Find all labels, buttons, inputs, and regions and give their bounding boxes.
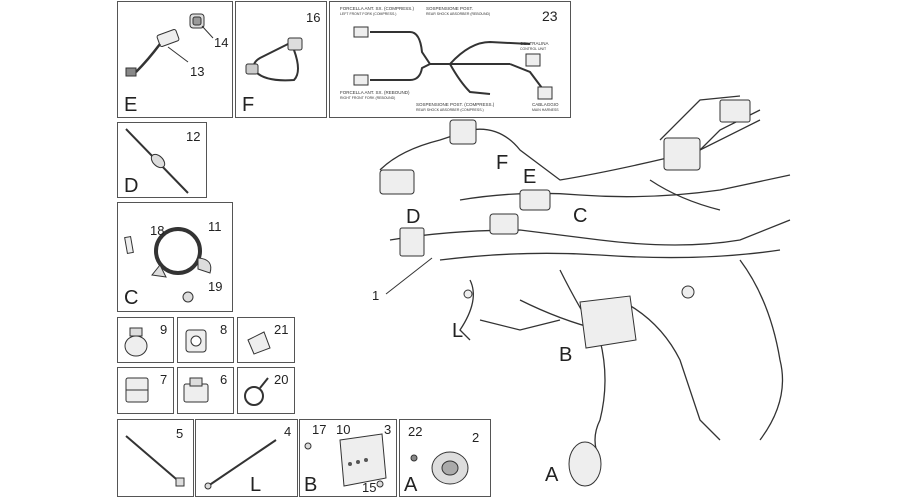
panel-letter-f: F	[242, 94, 255, 116]
label-fork-left: FORCELLA ANT. SX. (COMPRESS.)	[340, 6, 415, 11]
clamp-ring-c-drawing	[124, 227, 212, 303]
part-number-6: 6	[220, 372, 228, 387]
svg-text:REAR SHOCK ABSORBER (COMPRESS.: REAR SHOCK ABSORBER (COMPRESS.)	[416, 108, 484, 112]
panel-a: 22 2 A	[399, 419, 491, 497]
panel-letter-c: C	[124, 287, 139, 309]
clip-9-drawing	[124, 327, 148, 357]
part-number-21: 21	[274, 322, 289, 337]
svg-text:MAIN HARNESS: MAIN HARNESS	[532, 108, 559, 112]
panel-letter-l: L	[250, 474, 262, 496]
part-number-18: 18	[150, 223, 165, 238]
panel-f: 16 F	[235, 1, 327, 118]
cable-tie-d-drawing	[125, 128, 189, 194]
label-fork-rebound-sub: RIGHT FRONT FORK (REBOUND)	[340, 96, 395, 100]
part-number-13: 13	[190, 64, 205, 79]
part-number-2: 2	[472, 430, 480, 445]
part-number-14: 14	[214, 35, 229, 50]
part-number-3: 3	[384, 422, 392, 437]
main-letter-d: D	[406, 206, 421, 228]
label-fork-left-sub: LEFT FRONT FORK (COMPRESS.)	[340, 12, 396, 16]
clip-20-drawing	[244, 377, 269, 406]
svg-text:FORCELLA ANT. SX. (COMPRESS.): FORCELLA ANT. SX. (COMPRESS.)	[340, 6, 415, 11]
main-letter-b: B	[559, 344, 573, 366]
svg-text:CABLAGGIO: CABLAGGIO	[532, 102, 559, 107]
part-number-15: 15	[362, 480, 377, 495]
part-number-5: 5	[176, 426, 184, 441]
part-number-10: 10	[336, 422, 351, 437]
panel-part-5: 5	[117, 419, 194, 497]
label-rear-post: SOSPENSIONE POST. (COMPRESS.)	[416, 102, 495, 107]
panel-d: 12 D	[117, 122, 207, 198]
main-letter-f: F	[496, 152, 509, 174]
label-central-sub: CONTROL UNIT	[520, 47, 547, 51]
panel-part-7: 7	[117, 367, 174, 414]
part-number-9: 9	[160, 322, 168, 337]
sensor-cable-f-drawing	[245, 37, 303, 82]
svg-text:LEFT FRONT FORK (COMPRESS.): LEFT FRONT FORK (COMPRESS.)	[340, 12, 396, 16]
part-number-8: 8	[220, 322, 228, 337]
panel-letter-a: A	[404, 474, 418, 496]
svg-text:CONTROL UNIT: CONTROL UNIT	[520, 47, 547, 51]
panel-letter-b: B	[304, 474, 318, 496]
horn-a-drawing	[410, 451, 469, 485]
part-number-19: 19	[208, 279, 223, 294]
label-rear-comp-sub: REAR SHOCK ABSORBER (REBOUND)	[426, 12, 490, 16]
part-number-11: 11	[208, 219, 222, 234]
panel-part-8: 8	[177, 317, 234, 363]
panel-part-20: 20	[237, 367, 295, 414]
cable-4-drawing	[204, 439, 277, 490]
main-letter-e: E	[523, 166, 537, 188]
clip-8-drawing	[185, 329, 207, 353]
clip-21-drawing	[247, 331, 271, 355]
part-number-20: 20	[274, 372, 289, 387]
svg-text:SOSPENSIONE POST. (COMPRESS.): SOSPENSIONE POST. (COMPRESS.)	[416, 102, 495, 107]
svg-text:SOSPENSIONE POST.: SOSPENSIONE POST.	[426, 6, 473, 11]
svg-text:CENTRALINA: CENTRALINA	[520, 41, 549, 46]
label-fork-rebound: FORCELLA ANT. SX. (REBOUND)	[340, 90, 410, 95]
connector-harness-e-drawing	[125, 13, 214, 77]
main-letter-c: C	[573, 205, 588, 227]
label-central: CENTRALINA	[520, 41, 549, 46]
callout-1: 1	[372, 288, 380, 303]
panel-b: 17 10 3 15 B	[299, 419, 397, 497]
panel-e: 14 13 E	[117, 1, 233, 118]
clip-7-drawing	[125, 377, 149, 403]
panel-part-6: 6	[177, 367, 234, 414]
panel-part-9: 9	[117, 317, 174, 363]
part-number-12: 12	[186, 129, 201, 144]
panel-l: 4 L	[195, 419, 298, 497]
part-number-4: 4	[284, 424, 292, 439]
part-number-17: 17	[312, 422, 327, 437]
part-number-16: 16	[306, 10, 321, 25]
panel-letter-d: D	[124, 175, 139, 197]
cable-tie-5-drawing	[125, 435, 185, 487]
part-number-7: 7	[160, 372, 168, 387]
main-letter-l: L	[452, 320, 464, 342]
panel-wiring-23: 23 FORCELLA ANT. SX. (COMPRESS.) LEFT FR…	[329, 1, 571, 118]
label-cablaggio: CABLAGGIO	[532, 102, 559, 107]
panel-c: 11 18 19 C	[117, 202, 233, 312]
panel-letter-e: E	[124, 94, 138, 116]
part-number-22: 22	[408, 424, 423, 439]
control-unit-b-drawing	[304, 433, 387, 488]
label-rear-comp: SOSPENSIONE POST.	[426, 6, 473, 11]
svg-text:REAR SHOCK ABSORBER (REBOUND): REAR SHOCK ABSORBER (REBOUND)	[426, 12, 490, 16]
label-rear-post-sub: REAR SHOCK ABSORBER (COMPRESS.)	[416, 108, 484, 112]
wiring-labels: FORCELLA ANT. SX. (COMPRESS.) LEFT FRONT…	[340, 6, 559, 112]
clip-6-drawing	[183, 377, 209, 403]
main-letter-a: A	[545, 464, 559, 486]
svg-text:FORCELLA ANT. SX. (REBOUND): FORCELLA ANT. SX. (REBOUND)	[340, 90, 410, 95]
label-cablaggio-sub: MAIN HARNESS	[532, 108, 559, 112]
part-number-23: 23	[542, 8, 558, 24]
svg-text:RIGHT FRONT FORK (REBOUND): RIGHT FRONT FORK (REBOUND)	[340, 96, 395, 100]
wiring-schematic-drawing	[353, 26, 553, 100]
panel-part-21: 21	[237, 317, 295, 363]
